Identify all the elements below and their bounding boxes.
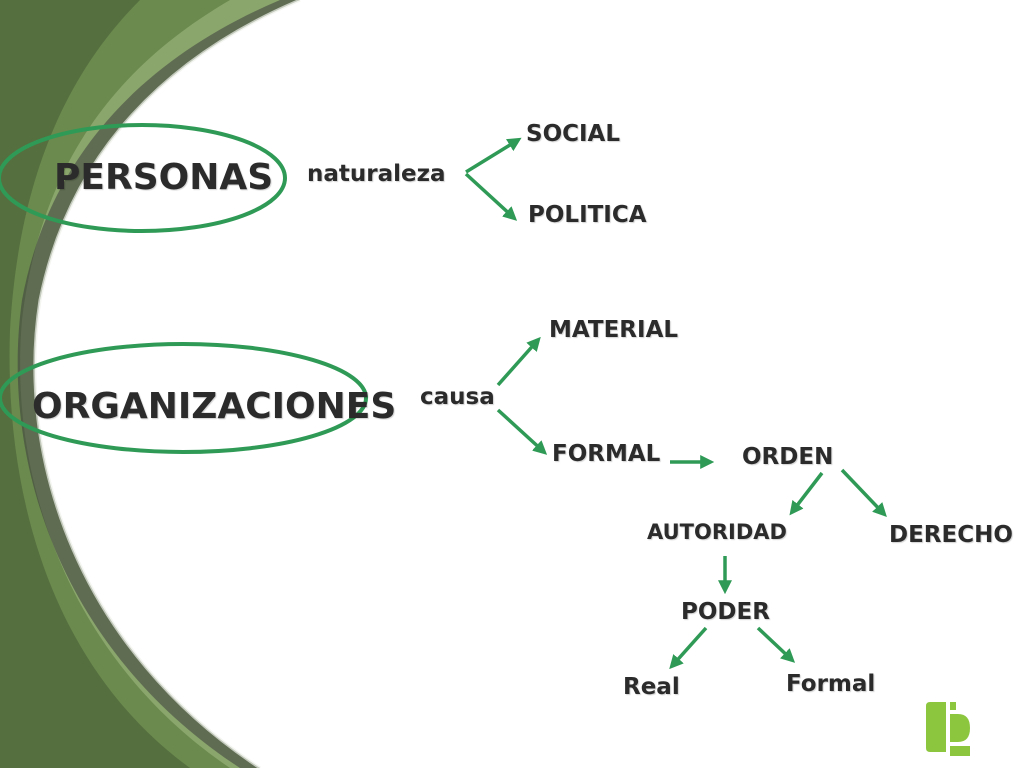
organizaciones-ellipse	[0, 342, 368, 454]
arrow-poder-formal	[756, 626, 796, 663]
swoosh-dark	[0, 0, 190, 768]
arrow-naturaleza-politica	[464, 172, 518, 221]
arrow-orden-autoridad	[789, 471, 824, 516]
arrow-naturaleza-social	[465, 137, 522, 174]
real-label: Real	[623, 674, 680, 700]
personas-ellipse	[0, 123, 287, 233]
formal-branch-label: FORMAL	[552, 441, 661, 467]
organizaciones-title: ORGANIZACIONES	[32, 386, 397, 427]
causa-label: causa	[420, 384, 495, 410]
personas-title: PERSONAS	[54, 157, 274, 198]
autoridad-label: AUTORIDAD	[647, 520, 787, 544]
orden-label: ORDEN	[742, 444, 834, 470]
swoosh-highlight	[33, 0, 301, 768]
social-label: SOCIAL	[526, 121, 621, 147]
naturaleza-label: naturaleza	[307, 161, 446, 187]
derecho-label: DERECHO	[889, 522, 1013, 548]
material-label: MATERIAL	[549, 317, 679, 343]
formal-poder-label: Formal	[786, 671, 876, 697]
arrow-poder-real	[669, 626, 708, 670]
arrow-causa-material	[496, 336, 541, 387]
arrow-orden-derecho	[840, 468, 887, 518]
swoosh-mid	[0, 0, 230, 768]
politica-label: POLITICA	[528, 202, 647, 228]
poder-label: PODER	[681, 599, 770, 625]
arrow-causa-formal	[496, 408, 548, 455]
p-logo-icon	[926, 702, 970, 756]
